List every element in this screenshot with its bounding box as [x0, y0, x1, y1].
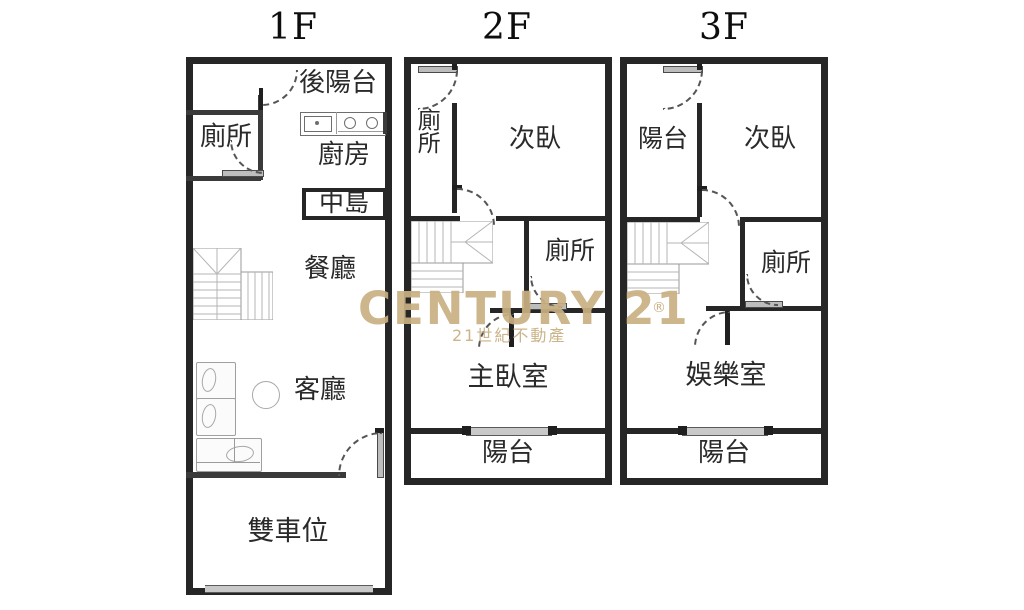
kitchen-counter-divider	[336, 112, 337, 134]
room-label-rear-balcony: 後陽台	[298, 68, 377, 98]
exterior-wall-2f-left	[404, 57, 411, 485]
exterior-wall-1f-right	[385, 57, 392, 595]
room-label-kitchen-island: 中島	[318, 188, 369, 217]
stove-burner-1	[344, 117, 356, 129]
wall-bathroom2-2f-bottom	[490, 308, 612, 313]
rear-balcony-door-jamb	[259, 88, 263, 110]
balcony-3f-jamb-left	[678, 426, 687, 435]
exterior-wall-3f-left	[620, 57, 627, 485]
balcony-2f-jamb-right	[548, 426, 557, 435]
sofa-back-line	[196, 462, 260, 463]
balcony-2f-jamb-left	[462, 426, 471, 435]
wall-bathroom-3f-bottom	[706, 306, 828, 311]
wall-3f-mid-horizontal-left	[620, 217, 700, 222]
room-label-dining-room: 餐廳	[303, 254, 356, 284]
exterior-wall-1f-left	[186, 57, 193, 595]
room-label-living-room: 客廳	[293, 375, 346, 405]
wall-kitchen-right-stub	[383, 112, 387, 134]
wall-2f-mid-horizontal-left	[404, 216, 460, 221]
stove-burner-2	[366, 117, 378, 129]
floor-title-2f: 2F	[482, 7, 532, 48]
staircase-1f	[193, 248, 273, 320]
bathroom-2f-door-jamb	[452, 64, 457, 70]
armchair-divider-line	[234, 438, 235, 462]
room-label-kitchen: 廚房	[317, 140, 370, 170]
entry-door-jamb-1f	[375, 428, 384, 433]
garage-door-1f	[205, 585, 373, 593]
recreation-room-door-arc	[694, 311, 730, 347]
balcony-2f-window	[466, 427, 552, 436]
balcony-3f-window	[682, 427, 768, 436]
balcony-3f-inner-jamb	[697, 186, 707, 191]
stove-edge-line	[338, 131, 384, 132]
sofa	[196, 438, 262, 472]
staircase-3f	[627, 222, 709, 294]
bathroom-2f-inner-jamb	[452, 185, 462, 190]
armchair-2	[196, 398, 236, 436]
room-label-secondary-bedroom-3f: 次臥	[743, 124, 796, 154]
wall-living-garage-divider	[186, 472, 346, 478]
room-label-bathroom-3f: 廁所	[760, 248, 811, 277]
wall-2f-mid-horizontal-right	[496, 216, 612, 221]
wall-balcony-3f-vertical	[697, 103, 702, 217]
coffee-table	[252, 381, 280, 409]
staircase-2f	[411, 221, 493, 293]
exterior-wall-3f-bottom	[620, 478, 828, 485]
room-label-bathroom2-2f: 廁所	[544, 236, 595, 265]
floor-title-3f: 3F	[699, 7, 749, 48]
room-label-double-parking: 雙車位	[247, 516, 329, 547]
room-label-bathroom-2f: 廁所	[417, 108, 441, 158]
kitchen-island-box	[302, 188, 387, 220]
wall-bathroom-1f-bottom	[186, 176, 261, 181]
wall-bathroom-3f-vertical	[740, 217, 745, 310]
room-label-master-bedroom-2f: 主臥室	[467, 362, 549, 393]
exterior-wall-3f-right	[821, 57, 828, 485]
room-label-secondary-bedroom-2f: 次臥	[508, 124, 561, 154]
wall-bathroom2-2f-vertical	[524, 216, 529, 312]
room-label-balcony-3f: 陽台	[697, 438, 750, 468]
room-label-recreation-room-3f: 娛樂室	[685, 360, 767, 391]
wall-3f-mid-horizontal-right	[740, 217, 828, 222]
kitchen-sink-drain	[315, 121, 319, 125]
room-label-balcony-2f: 陽台	[481, 438, 534, 468]
wall-rear-balcony-divider	[186, 110, 261, 115]
exterior-wall-1f-top	[186, 57, 392, 64]
exterior-wall-2f-right	[605, 57, 612, 485]
wall-bathroom-2f-vertical	[452, 103, 457, 213]
balcony-3f-jamb-right	[764, 426, 773, 435]
wall-rear-balcony-vertical	[258, 95, 263, 180]
exterior-wall-3f-top	[620, 57, 828, 64]
exterior-wall-2f-bottom	[404, 478, 612, 485]
balcony-3f-door-jamb	[697, 64, 702, 70]
room-label-bathroom-1f: 廁所	[199, 122, 252, 152]
exterior-wall-2f-top	[404, 57, 612, 64]
room-label-balcony-side-3f: 陽台	[637, 124, 688, 153]
floor-title-1f: 1F	[268, 7, 318, 48]
